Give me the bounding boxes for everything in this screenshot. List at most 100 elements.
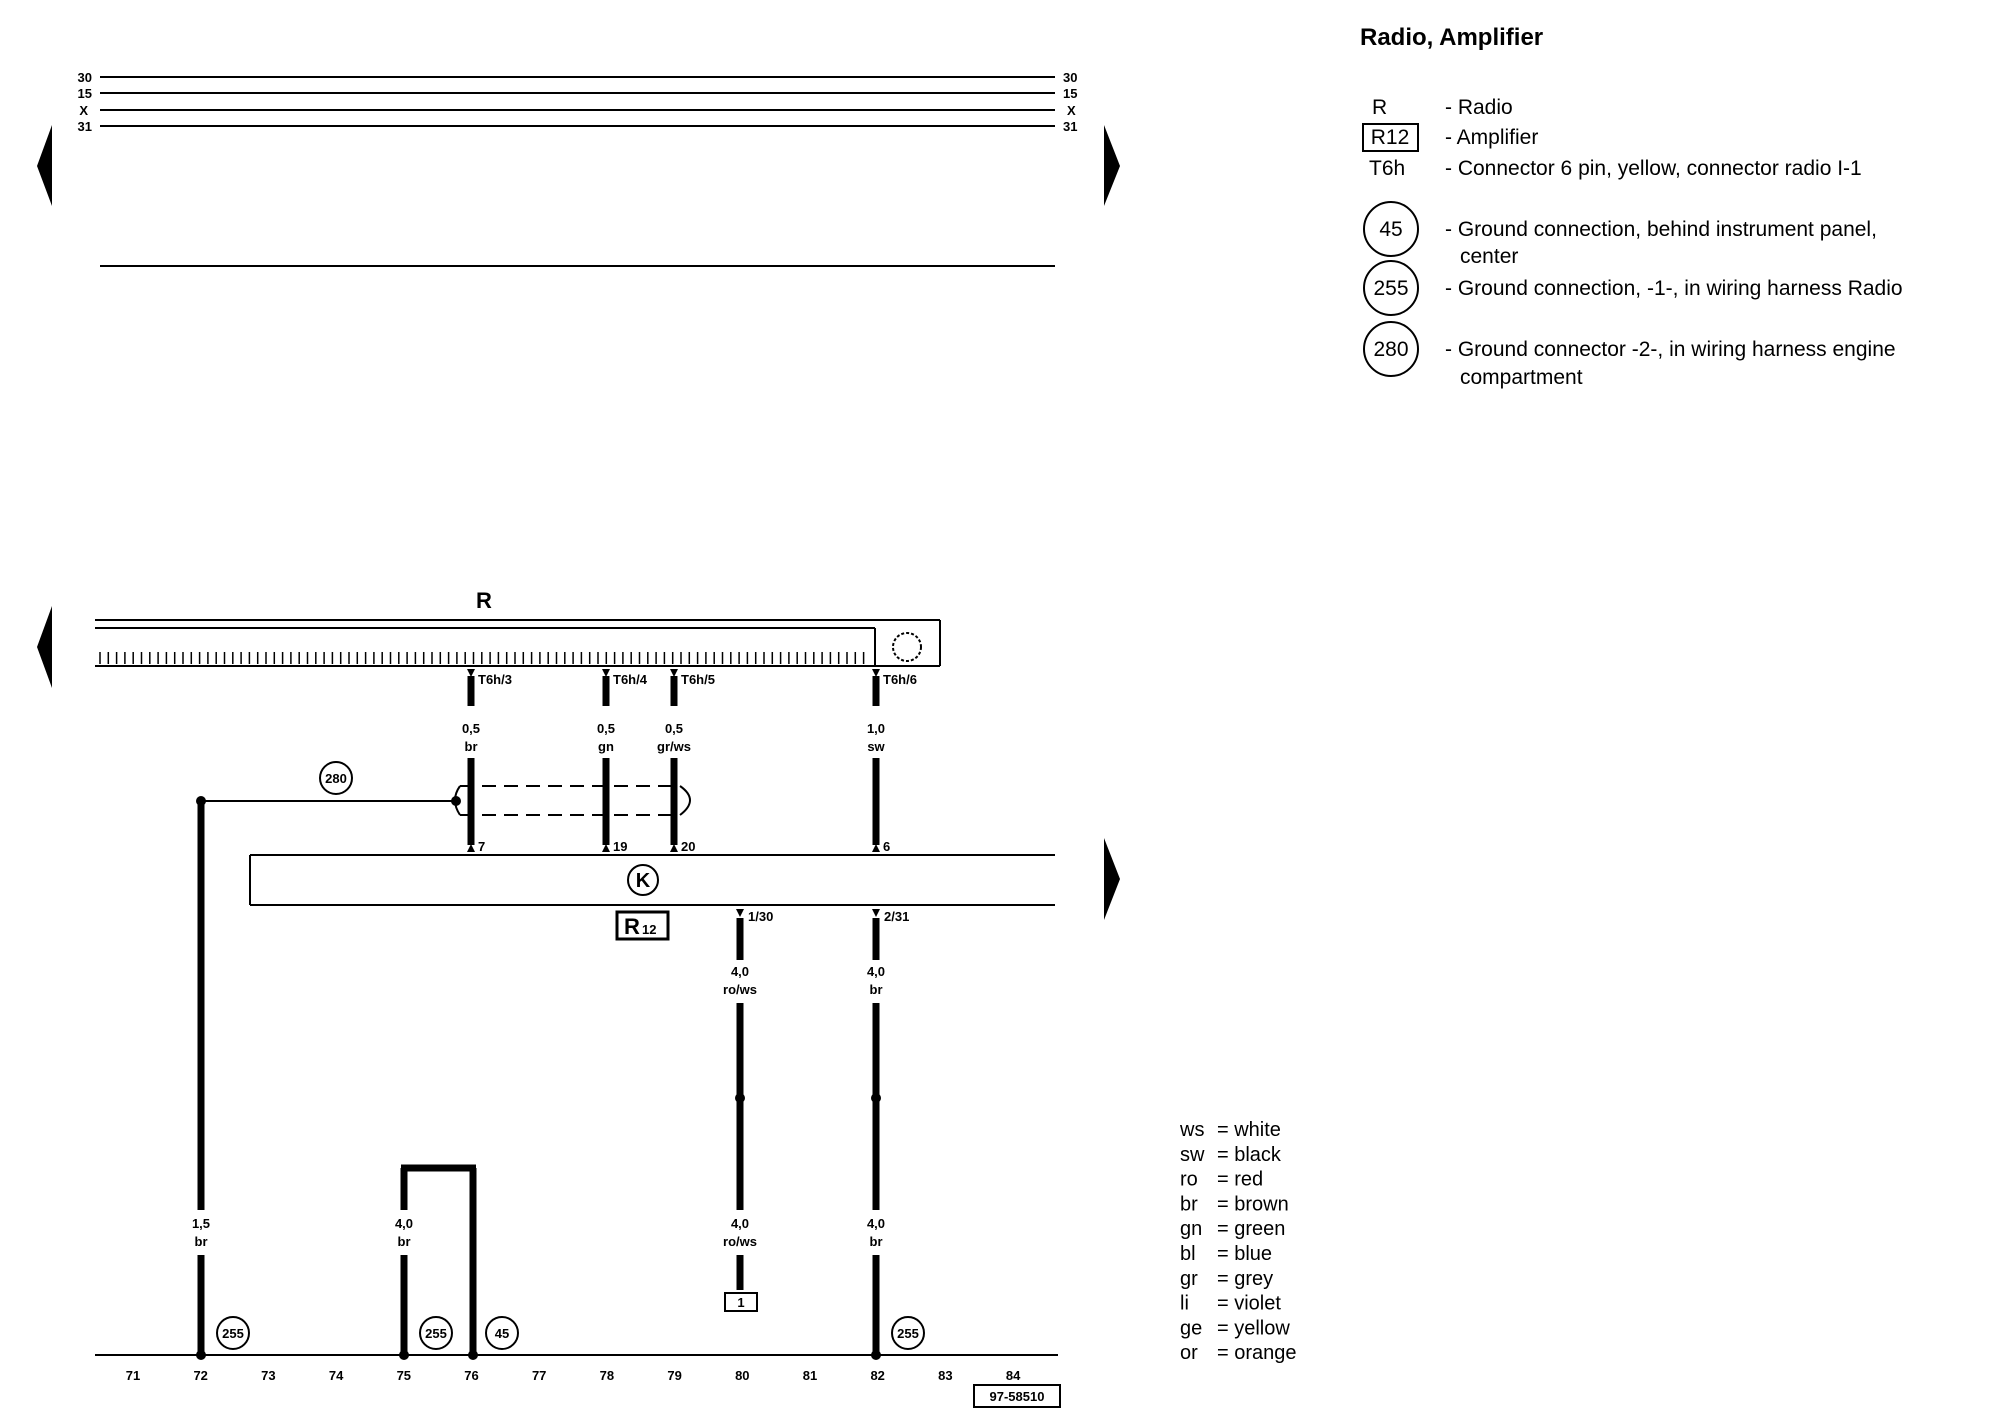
track-number: 76 [464, 1368, 478, 1383]
wire-color: gr/ws [657, 739, 691, 754]
connector-arrows [467, 669, 880, 917]
wire-size: 4,0 [731, 964, 749, 979]
ground-255-icon [419, 1316, 453, 1350]
ground-255-icon [891, 1316, 925, 1350]
rail-label-right: 15 [1063, 86, 1077, 101]
wire-size: 4,0 [731, 1216, 749, 1231]
connector-t6h5: T6h/5 [681, 672, 715, 687]
track-number: 82 [870, 1368, 884, 1383]
ground-label: 255 [222, 1326, 244, 1341]
ground-255-icon [216, 1316, 250, 1350]
track-number: 83 [938, 1368, 952, 1383]
legend-code: R12 [1371, 126, 1410, 149]
ground-label: 45 [495, 1326, 509, 1341]
connector-t6h4: T6h/4 [613, 672, 648, 687]
track-number: 73 [261, 1368, 275, 1383]
color-name: = black [1217, 1144, 1282, 1166]
legend-text: - Ground connection, -1-, in wiring harn… [1445, 277, 1903, 300]
color-abbr: gn [1180, 1218, 1202, 1240]
wire-size: 4,0 [395, 1216, 413, 1231]
reference-box-label: 1 [737, 1295, 744, 1310]
diagram-id: 97-58510 [990, 1389, 1045, 1404]
color-name: = brown [1217, 1193, 1289, 1215]
track-number: 74 [329, 1368, 344, 1383]
legend-code: R [1372, 96, 1387, 119]
track-number: 75 [397, 1368, 411, 1383]
wires [196, 676, 881, 1360]
amplifier-label: R [624, 914, 640, 939]
wire-color: br [870, 1234, 883, 1249]
amplifier-label-box [615, 910, 670, 941]
connector-pin-1-30: 1/30 [748, 909, 773, 924]
track-number: 80 [735, 1368, 749, 1383]
wire-size: 0,5 [665, 721, 683, 736]
legend-text-continued: compartment [1460, 366, 1583, 389]
color-name: = violet [1217, 1293, 1281, 1315]
track-number: 72 [193, 1368, 207, 1383]
color-name: = red [1217, 1169, 1263, 1191]
color-name: = grey [1217, 1268, 1273, 1290]
radio-component: R [95, 588, 941, 667]
wire-color: br [398, 1234, 411, 1249]
svg-text:K: K [636, 870, 651, 892]
wire-size: 0,5 [597, 721, 615, 736]
legend-text-continued: center [1460, 245, 1518, 268]
legend-ground-45-icon [1363, 201, 1419, 257]
prev-page-arrow-icon[interactable] [37, 125, 52, 206]
connector-pin-20: 20 [681, 839, 695, 854]
wire-color: br [465, 739, 478, 754]
connector-pin-7: 7 [478, 839, 485, 854]
wire-color: br [195, 1234, 208, 1249]
diagram-id-box [973, 1384, 1061, 1408]
wire-color: sw [867, 739, 885, 754]
color-abbr: ws [1179, 1119, 1204, 1141]
ground-label: 255 [425, 1326, 447, 1341]
wire-color: ro/ws [723, 982, 757, 997]
connector-pin-6: 6 [883, 839, 890, 854]
page-title: Radio, Amplifier [1360, 24, 1543, 51]
track-number: 81 [803, 1368, 817, 1383]
ground-points: 280 255 255 45 255 [216, 761, 925, 1350]
connector-pin-19: 19 [613, 839, 627, 854]
color-abbr: br [1180, 1193, 1198, 1215]
track-number: 78 [600, 1368, 614, 1383]
ground-label: 280 [325, 771, 347, 786]
ground-label: 255 [897, 1326, 919, 1341]
rail-label-left: 31 [78, 119, 92, 134]
track-number: 77 [532, 1368, 546, 1383]
wire-size: 0,5 [462, 721, 480, 736]
legend-code: 255 [1373, 277, 1408, 300]
connector-pin-2-31: 2/31 [884, 909, 909, 924]
color-name: = green [1217, 1218, 1285, 1240]
legend-ground-255-icon [1363, 260, 1419, 316]
wire-specs: 0,5 br 0,5 gn 0,5 gr/ws 1,0 sw 4,0 ro/ws… [192, 721, 886, 1249]
next-page-arrow-icon[interactable] [1104, 125, 1120, 206]
color-name: = orange [1217, 1342, 1297, 1364]
amplifier-label-subscript: 12 [642, 922, 656, 937]
color-name: = white [1217, 1119, 1281, 1141]
wire-size: 4,0 [867, 964, 885, 979]
rail-label-left: 15 [78, 86, 92, 101]
legend: R - Radio R12 - Amplifier T6h - Connecto… [1362, 96, 1903, 389]
wire-size: 1,5 [192, 1216, 210, 1231]
wire-size: 1,0 [867, 721, 885, 736]
legend-text: - Amplifier [1445, 126, 1538, 149]
color-abbr: ge [1180, 1317, 1202, 1339]
supply-rails: 30 15 X 31 30 15 X 31 [78, 70, 1077, 267]
amplifier-component: K R 12 [249, 854, 1055, 941]
next-page-arrow-icon[interactable] [1104, 838, 1120, 920]
legend-text: - Ground connection, behind instrument p… [1445, 218, 1877, 241]
prev-page-arrow-icon[interactable] [37, 606, 52, 688]
color-abbr: li [1180, 1293, 1189, 1315]
ground-280-icon [319, 761, 353, 795]
rail-label-right: X [1067, 103, 1076, 118]
legend-ground-280-icon [1363, 321, 1419, 377]
color-abbr: sw [1180, 1144, 1205, 1166]
connector-t6h3: T6h/3 [478, 672, 512, 687]
reference-box [724, 1292, 758, 1312]
legend-code: 45 [1379, 218, 1402, 241]
legend-code: T6h [1369, 157, 1405, 180]
track-number: 79 [667, 1368, 681, 1383]
